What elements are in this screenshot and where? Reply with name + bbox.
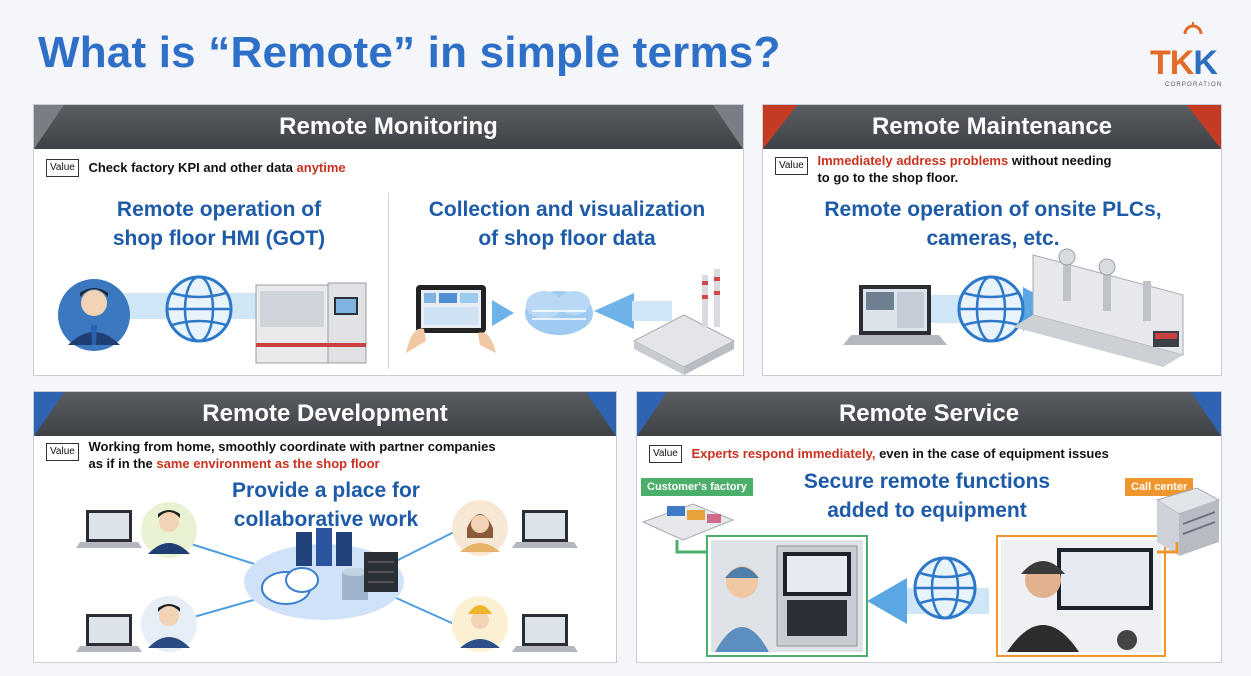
value-text: Check factory KPI and other data: [88, 160, 297, 175]
subheading-secure: Secure remote functions added to equipme…: [767, 467, 1087, 525]
person-helmet-icon: [452, 596, 508, 652]
factory-conveyor-icon: [641, 503, 735, 541]
panel-title: Remote Development: [202, 400, 448, 427]
value-badge: Value: [46, 443, 79, 461]
panel-remote-development: Remote Development Value Working from ho…: [33, 391, 617, 663]
value-text: even in the case of equipment issues: [875, 446, 1109, 461]
divider: [388, 193, 389, 369]
value-text: without needing: [1008, 153, 1112, 168]
laptop-icon: [76, 510, 142, 548]
subheading-visualization: Collection and visualization of shop flo…: [392, 195, 742, 253]
person-avatar-icon: [58, 279, 130, 351]
value-badge: Value: [649, 445, 682, 463]
panel-remote-service: Remote Service Value Experts respond imm…: [636, 391, 1222, 663]
panel-header: Remote Service: [637, 392, 1221, 436]
subheading-line: shop floor HMI (GOT): [112, 227, 326, 250]
person-woman-icon: [452, 500, 508, 556]
header-corner-decoration: [637, 392, 667, 436]
value-badge: Value: [46, 159, 79, 177]
subheading-line: Collection and visualization: [428, 198, 706, 221]
laptop-icon: [512, 614, 578, 652]
operator-machine-panel: [706, 535, 868, 657]
monitoring-illustration: [58, 269, 736, 375]
panel-header: Remote Maintenance: [763, 105, 1221, 149]
panel-remote-maintenance: Remote Maintenance Value Immediately add…: [762, 104, 1222, 376]
laptop-icon: [843, 285, 947, 345]
tablet-icon: [406, 285, 496, 353]
server-rack-icon: [1155, 487, 1221, 556]
subheading-collab: Provide a place for collaborative work: [184, 476, 468, 534]
panel-title: Remote Service: [838, 400, 1020, 427]
arrow-left-icon: [867, 578, 907, 624]
value-row: Value Working from home, smoothly coordi…: [46, 438, 616, 472]
cloud-data-icon: [525, 291, 593, 335]
header-corner-decoration: [586, 392, 616, 436]
person-avatar-icon: [141, 596, 197, 652]
subheading-line: Remote operation of: [116, 198, 322, 221]
header-corner-decoration: [713, 105, 743, 149]
logo-text-b: K: [1193, 44, 1218, 82]
arrow-left-icon: [492, 300, 514, 326]
panel-header: Remote Monitoring: [34, 105, 743, 149]
header-corner-decoration: [1187, 105, 1221, 149]
panel-remote-monitoring: Remote Monitoring Value Check factory KP…: [33, 104, 744, 376]
header-corner-decoration: [34, 105, 64, 149]
slide-title: What is “Remote” in simple terms?: [38, 28, 781, 77]
maintenance-illustration: [843, 248, 1184, 367]
laptop-icon: [512, 510, 578, 548]
sun-logo-icon: [1178, 22, 1208, 44]
value-text: as if in the: [88, 456, 157, 471]
value-row: Value Immediately address problems witho…: [775, 152, 1215, 186]
value-highlight: same environment as the shop floor: [156, 456, 380, 471]
subheading-line: cameras, etc.: [926, 227, 1060, 250]
panel-header: Remote Development: [34, 392, 616, 436]
value-highlight: Experts respond immediately,: [691, 446, 876, 461]
value-highlight: Immediately address problems: [817, 153, 1009, 168]
tkk-logo: TKK CORPORATION: [1150, 22, 1236, 92]
production-line-icon: [1013, 248, 1184, 367]
value-highlight: anytime: [296, 160, 346, 175]
globe-icon: [165, 275, 233, 343]
subheading-plc: Remote operation of onsite PLCs, cameras…: [763, 195, 1221, 253]
call-center-tag: Call center: [1125, 478, 1194, 496]
subheading-line: collaborative work: [233, 508, 419, 531]
value-text: to go to the shop floor.: [817, 170, 959, 185]
service-illustration: [641, 487, 1221, 657]
factory-icon: [632, 269, 736, 375]
globe-icon: [957, 275, 1025, 343]
panel-title: Remote Monitoring: [279, 113, 498, 140]
header-corner-decoration: [34, 392, 64, 436]
customer-factory-tag: Customer's factory: [641, 478, 753, 496]
subheading-line: Secure remote functions: [803, 470, 1051, 493]
subheading-hmi: Remote operation of shop floor HMI (GOT): [54, 195, 384, 253]
arrow-left-icon: [594, 293, 634, 329]
development-illustration: [76, 500, 578, 652]
panel-title: Remote Maintenance: [871, 113, 1113, 140]
subheading-line: Provide a place for: [232, 479, 420, 502]
header-corner-decoration: [763, 105, 797, 149]
subheading-line: added to equipment: [827, 499, 1027, 522]
globe-icon: [913, 556, 977, 620]
subheading-line: of shop floor data: [478, 227, 656, 250]
value-row: Value Experts respond immediately, even …: [649, 445, 1219, 463]
laptop-icon: [76, 614, 142, 652]
value-row: Value Check factory KPI and other data a…: [46, 159, 346, 177]
cloud-server-icon: [244, 528, 404, 620]
person-worker-icon: [141, 502, 197, 558]
logo-text-a: TK: [1150, 44, 1194, 82]
header-corner-decoration: [1191, 392, 1221, 436]
logo-subtitle: CORPORATION: [1165, 82, 1223, 88]
value-text: Working from home, smoothly coordinate w…: [88, 439, 496, 454]
hmi-machine-icon: [255, 282, 367, 364]
call-center-operator-panel: [996, 535, 1166, 657]
subheading-line: Remote operation of onsite PLCs,: [824, 198, 1162, 221]
value-badge: Value: [775, 157, 808, 175]
